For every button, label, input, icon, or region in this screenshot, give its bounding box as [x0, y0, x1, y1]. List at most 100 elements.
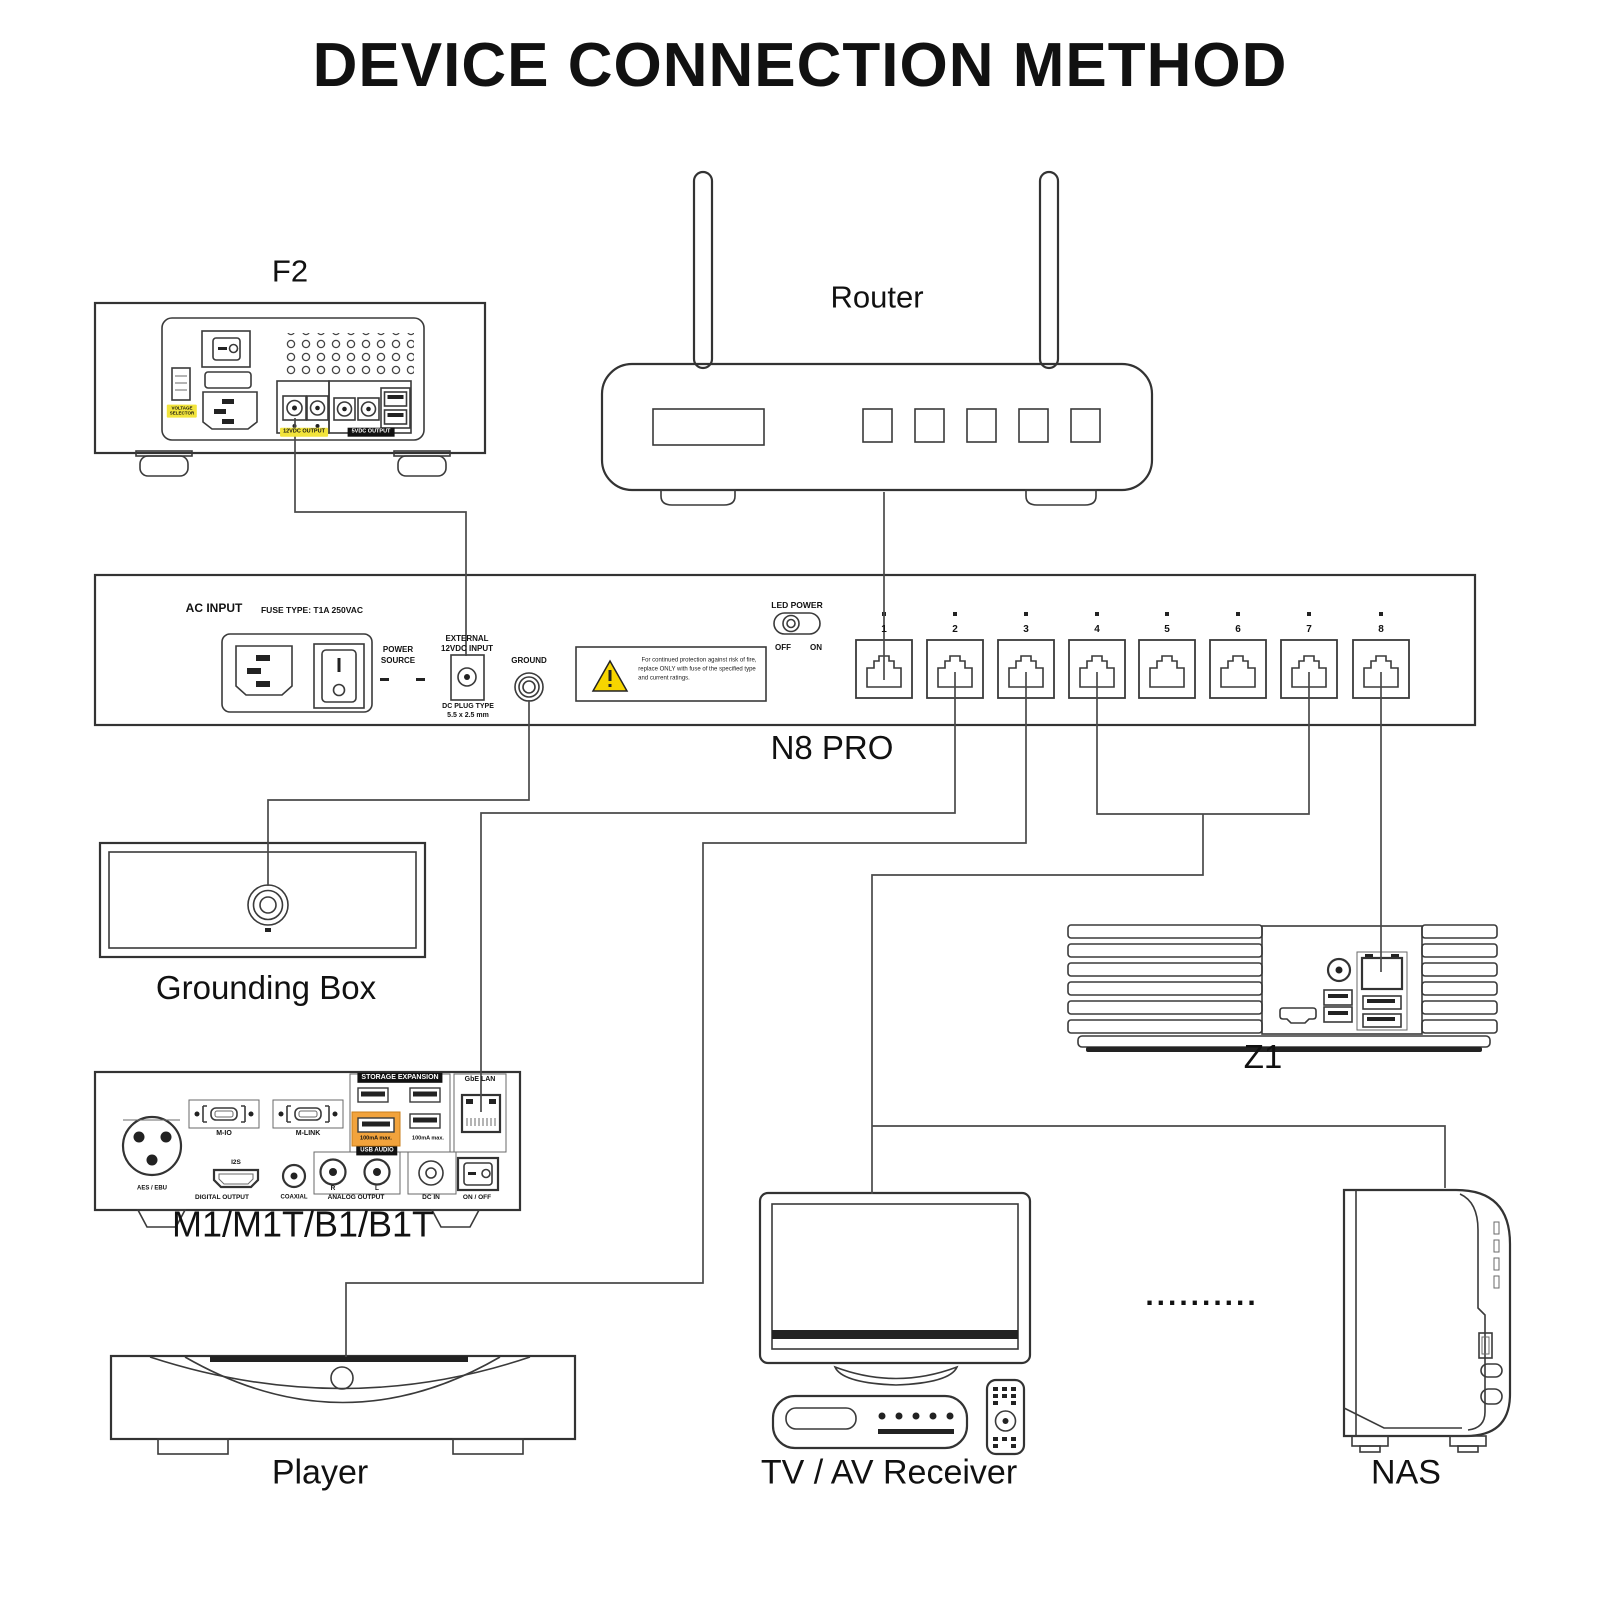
- n8-port-leds: [882, 612, 1383, 616]
- m1-on-off-label: ON / OFF: [462, 1194, 492, 1202]
- port-number-2: 2: [952, 624, 958, 635]
- m1-device: [93, 1070, 522, 1228]
- z1-lan-port: [1360, 954, 1404, 991]
- z1-heatsink-left: [1067, 924, 1263, 1034]
- z1-hdmi-port: [1279, 1007, 1317, 1024]
- m1-r-label: R: [330, 1185, 336, 1193]
- xlr-aes-ebu-connector: [121, 1115, 183, 1177]
- n8-fuse-type-label: FUSE TYPE: T1A 250VAC: [260, 604, 364, 615]
- av-receiver: [771, 1394, 969, 1450]
- usb-port: [409, 1087, 441, 1103]
- connection-lines: [267, 418, 1446, 1357]
- n8-dc-input-jack: [450, 654, 485, 701]
- tv-stand: [833, 1365, 959, 1386]
- player-button: [330, 1366, 354, 1390]
- n8-power-source-marks: [380, 678, 425, 681]
- router-device: [600, 170, 1154, 506]
- tv-screen: [771, 1203, 1019, 1350]
- m1-mio-label: M-IO: [216, 1129, 232, 1137]
- grounding-box-label: Grounding Box: [155, 969, 377, 1007]
- f2-foot-left: [139, 455, 189, 477]
- z1-device: [1067, 924, 1498, 1052]
- n8-warning-text-2: replace ONLY with fuse of the specified …: [638, 666, 756, 673]
- n8-power-rocker: [313, 643, 365, 709]
- n8-warning-text-3: and current ratings.: [638, 675, 690, 682]
- analog-output-group: [313, 1151, 401, 1195]
- page-title: DEVICE CONNECTION METHOD: [312, 30, 1288, 100]
- n8-external-label-1: EXTERNAL: [445, 634, 489, 644]
- player-foot-left: [157, 1438, 229, 1455]
- nas-power-button: [1480, 1388, 1503, 1405]
- port-number-7: 7: [1306, 624, 1312, 635]
- cable-branch-to-nas: [872, 1125, 1446, 1188]
- rj45-port-6: [1209, 639, 1267, 699]
- f2-device: [93, 301, 487, 477]
- router-display: [652, 408, 765, 446]
- f2-foot-right: [397, 455, 447, 477]
- m1-gbe-lan-label: GbE LAN: [464, 1075, 496, 1083]
- on-off-switch: [456, 1156, 500, 1192]
- usb-port: [357, 1087, 389, 1103]
- n8-on-label: ON: [810, 643, 822, 653]
- f2-power-switch: [201, 330, 251, 368]
- cable-f2-to-n8-dc-input: [294, 418, 467, 656]
- m1-i2s-label: I2S: [231, 1159, 241, 1167]
- port-number-3: 3: [1023, 624, 1029, 635]
- n8pro-device: [93, 573, 1477, 727]
- m1-label: M1/M1T/B1/B1T: [171, 1203, 435, 1245]
- m1-foot-left: [136, 1209, 187, 1228]
- port-number-6: 6: [1235, 624, 1241, 635]
- m1-storage-expansion-label: STORAGE EXPANSION: [357, 1072, 443, 1084]
- n8-ground-label: GROUND: [511, 656, 547, 666]
- usb-audio-port: [351, 1111, 401, 1147]
- tv-label: TV / AV Receiver: [760, 1453, 1018, 1492]
- f2-dc-output-jack-3: [333, 397, 356, 421]
- f2-ac-inlet: [202, 391, 258, 430]
- z1-usb-lower: [1362, 995, 1402, 1028]
- m1-dc-in-label: DC IN: [422, 1194, 440, 1202]
- cable-ground-to-grounding-box: [267, 700, 530, 886]
- nas-foot-left: [1351, 1435, 1389, 1447]
- analog-jack-l: [363, 1158, 391, 1186]
- m1-100ma-left-label: 100mA max.: [360, 1135, 392, 1142]
- cable-port2-to-m1-gbe-lan: [480, 672, 956, 1112]
- grounding-box-device: [98, 841, 427, 959]
- nas-device: [1342, 1188, 1512, 1453]
- nas-label: NAS: [1371, 1453, 1441, 1492]
- player-device: [109, 1354, 577, 1455]
- i2s-hdmi-output: [212, 1168, 260, 1189]
- port-number-8: 8: [1378, 624, 1384, 635]
- n8-led-power-toggle: [773, 612, 821, 635]
- nas-usb-slot: [1478, 1332, 1493, 1359]
- n8-dc-plug-label-1: DC PLUG TYPE: [442, 702, 494, 710]
- remote-control: [985, 1378, 1026, 1456]
- n8-power-source-label-1: POWER: [382, 645, 414, 655]
- nas-foot-right: [1449, 1435, 1487, 1447]
- ellipsis-dots: ..........: [1145, 1279, 1259, 1312]
- n8-external-label-2: 12VDC INPUT: [440, 644, 494, 654]
- m1-digital-output-label: DIGITAL OUTPUT: [195, 1194, 249, 1202]
- m1-coaxial-label: COAXIAL: [280, 1194, 308, 1201]
- router-antenna-right: [1038, 170, 1060, 370]
- n8pro-label: N8 PRO: [770, 729, 894, 767]
- router-label: Router: [830, 279, 924, 315]
- z1-heatsink-right: [1421, 924, 1498, 1034]
- n8-ground-terminal: [514, 672, 544, 702]
- f2-usb-outputs: [380, 387, 411, 429]
- usb-port: [409, 1113, 441, 1129]
- grounding-terminal: [247, 884, 289, 932]
- f2-dc-output-jack-4: [357, 397, 380, 421]
- n8-warning-label: [575, 646, 767, 702]
- f2-fuse-drawer: [204, 371, 252, 389]
- f2-voltage-selector-label: VOLTAGE SELECTOR: [166, 404, 198, 418]
- coaxial-jack: [281, 1163, 307, 1189]
- f2-vent-holes: [282, 333, 414, 377]
- cable-port3-to-player: [345, 672, 1027, 1357]
- dc-in-group: [407, 1151, 457, 1195]
- z1-usb-stack: [1323, 989, 1353, 1023]
- port-number-1: 1: [881, 624, 887, 635]
- router-foot-left: [660, 489, 736, 506]
- port-number-5: 5: [1164, 624, 1170, 635]
